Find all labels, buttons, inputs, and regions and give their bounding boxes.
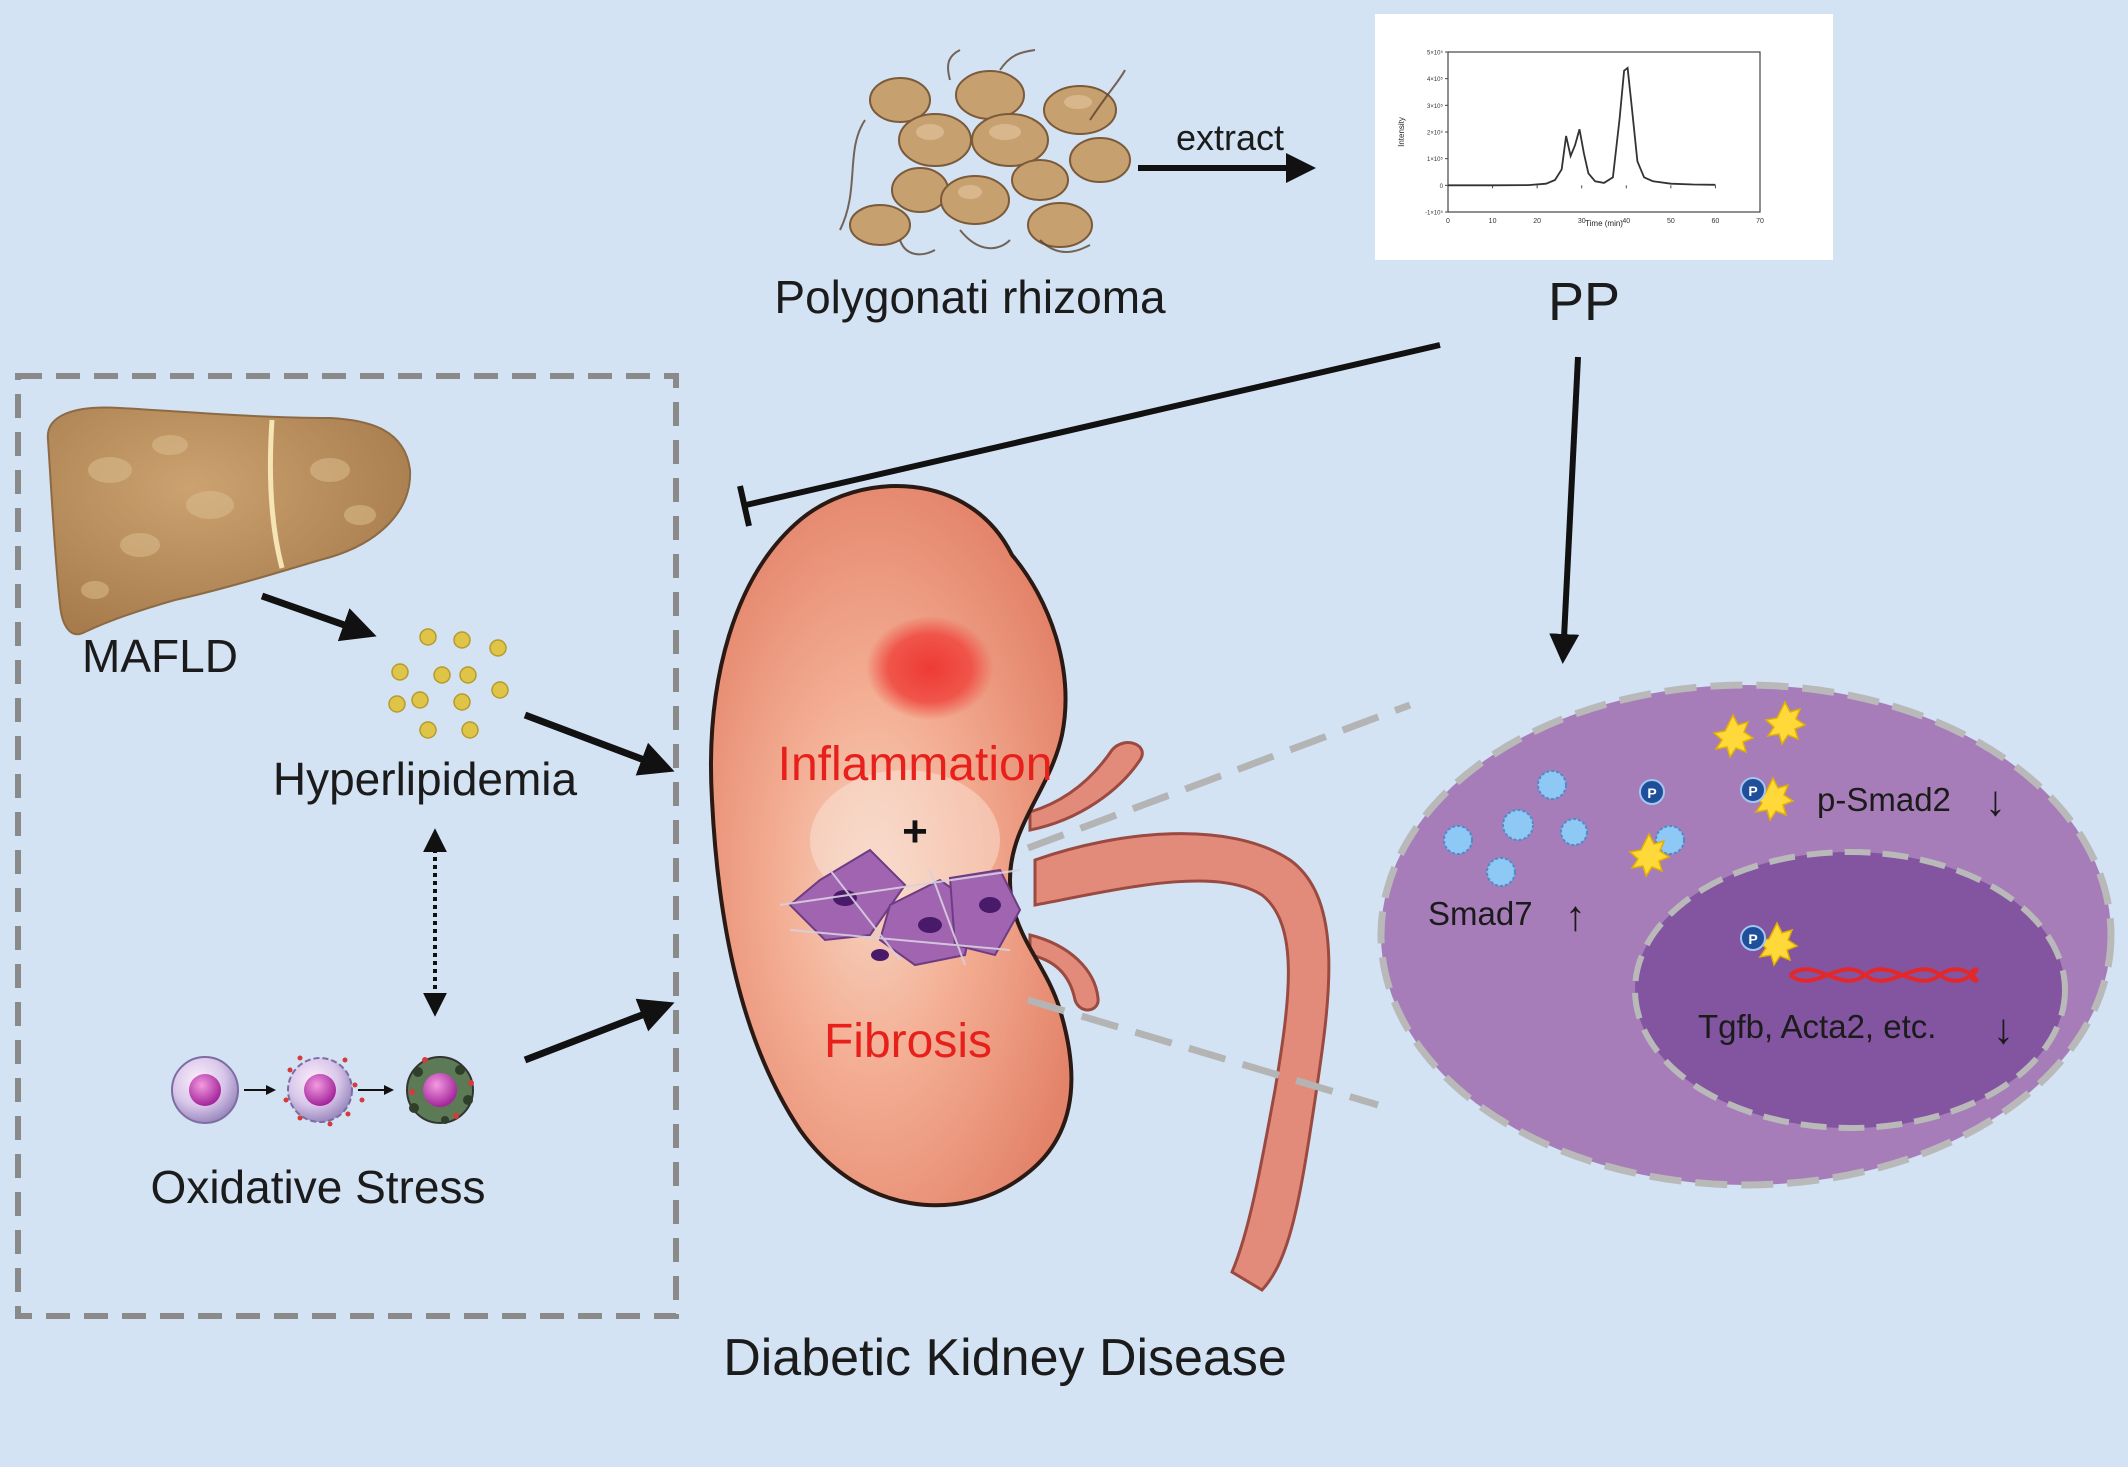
cell-nucleus: [1632, 849, 2068, 1131]
hyperlipidemia-label: Hyperlipidemia: [273, 753, 578, 805]
polygonati-rhizoma-label: Polygonati rhizoma: [774, 271, 1166, 323]
chromatogram-x-tick-label: 50: [1667, 218, 1675, 225]
chromatogram-y-tick-label: -1×10⁵: [1425, 210, 1444, 217]
zoom-lines: [1026, 701, 1412, 1109]
svg-text:P: P: [1748, 783, 1757, 799]
mafld-arrow: [260, 592, 377, 642]
dna-strand-icon: [1788, 967, 1979, 983]
chromatogram-x-tick-label: 30: [1578, 218, 1586, 225]
liver-icon: [46, 406, 412, 635]
kidney-illustration: [709, 484, 1331, 1292]
fibrosis-label: Fibrosis: [824, 1015, 992, 1068]
phospho-tag: P: [1740, 925, 1766, 951]
extract-label: extract: [1176, 117, 1284, 158]
inflammation-label: Inflammation: [778, 738, 1053, 791]
svg-text:P: P: [1647, 785, 1656, 801]
phospho-tag: P: [1740, 777, 1766, 803]
chromatogram-panel: 0 10 20 30 40 50 60 70 5×10⁵ 4×10⁵ 3×10⁵ 2×10⁵ 1×10…: [1375, 14, 1833, 260]
genes-down-arrow: ↓: [1993, 1005, 2014, 1052]
chromatogram-x-ticks: 0 10 20 30 40 50 60 70: [1446, 185, 1764, 225]
psmad2-label: p-Smad2: [1817, 781, 1951, 818]
genes-label: Tgfb, Acta2, etc.: [1698, 1008, 1936, 1045]
plus-sign: +: [902, 807, 928, 856]
chromatogram-x-title: Time (min): [1585, 219, 1623, 228]
polygonati-rhizoma-image: [839, 49, 1131, 256]
disease-title: Diabetic Kidney Disease: [723, 1329, 1287, 1387]
smad7-up-arrow: ↑: [1565, 892, 1586, 939]
svg-text:P: P: [1748, 931, 1757, 947]
smad7-label: Smad7: [1428, 895, 1533, 932]
chromatogram-trace: [1448, 66, 1716, 187]
chromatogram-y-tick-label: 0: [1440, 184, 1444, 190]
oxidative-stress-label: Oxidative Stress: [151, 1161, 486, 1213]
chromatogram-y-tick-label: 4×10⁵: [1427, 76, 1444, 83]
chromatogram-x-tick-label: 20: [1533, 218, 1541, 225]
fibrosis-cells: [779, 848, 1022, 967]
pp-label: PP: [1548, 272, 1620, 332]
lipid-droplets-icon: [388, 628, 509, 739]
mafld-label: MAFLD: [82, 630, 238, 682]
smad7-molecules: [1443, 770, 1685, 887]
pp-inhibit-arrow: [737, 342, 1441, 527]
phospho-tag: P: [1639, 779, 1665, 805]
chromatogram-y-title: Intensity: [1397, 117, 1406, 147]
chromatogram-x-tick-label: 60: [1712, 218, 1720, 225]
psmad2-down-arrow: ↓: [1985, 777, 2006, 824]
oxidative-stress-cells-icon: [171, 1055, 474, 1127]
inflammation-spot: [866, 616, 994, 720]
chromatogram-x-tick-label: 10: [1489, 218, 1497, 225]
chromatogram-y-tick-label: 1×10⁵: [1427, 156, 1444, 163]
chromatogram-y-ticks: 5×10⁵ 4×10⁵ 3×10⁵ 2×10⁵ 1×10⁵ 0 -1×10⁵: [1425, 50, 1448, 217]
pp-to-cell-arrow: [1549, 356, 1581, 664]
chromatogram-x-tick-label: 0: [1446, 218, 1450, 225]
chromatogram-y-tick-label: 3×10⁵: [1427, 103, 1444, 110]
chromatogram-y-tick-label: 2×10⁵: [1427, 130, 1444, 137]
chromatogram-x-tick-label: 40: [1622, 218, 1630, 225]
cell-zoom: P P P: [1377, 681, 2115, 1189]
hyperlipidemia-arrow: [523, 711, 675, 776]
oxidative-stress-arrow: [523, 998, 675, 1064]
chromatogram-x-tick-label: 70: [1756, 218, 1764, 225]
chromatogram-y-tick-label: 5×10⁵: [1427, 50, 1444, 57]
